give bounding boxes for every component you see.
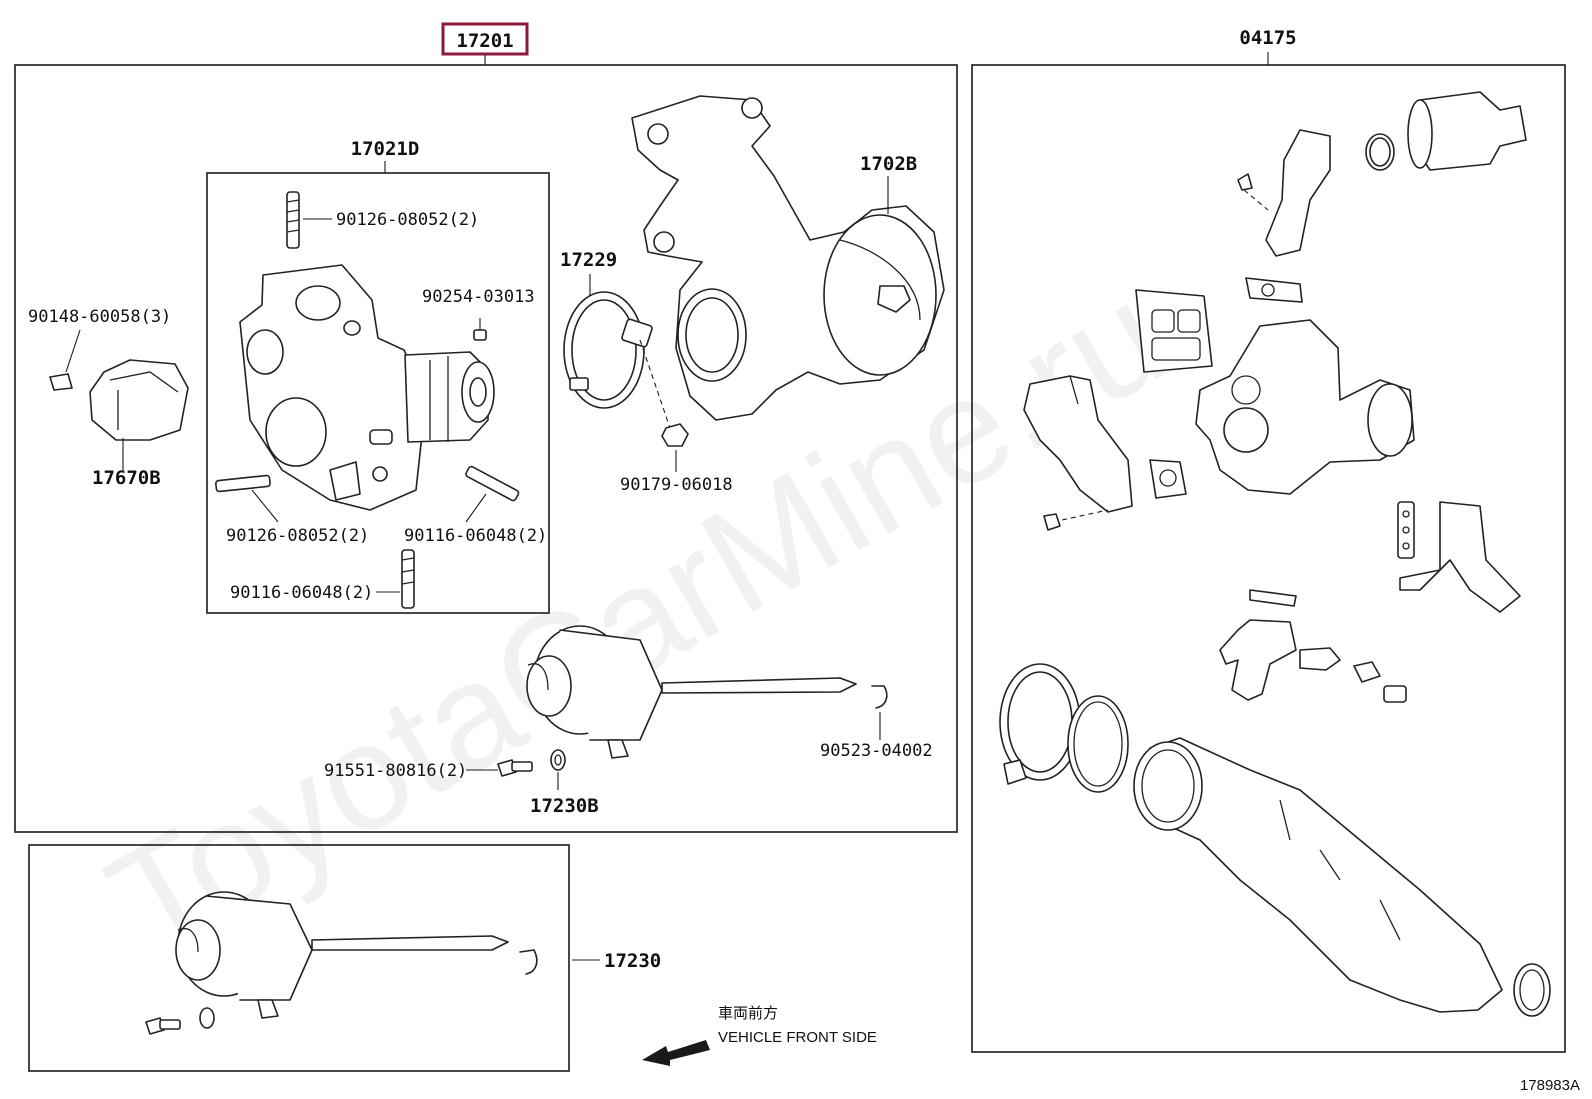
actuator-bolt-part (497, 759, 533, 777)
stud-top-part (286, 191, 300, 249)
actuator-plate-part (550, 749, 566, 771)
pin-part (473, 329, 487, 341)
front-direction-arrow-icon (642, 1040, 710, 1066)
stud-d-label[interactable]: 90116-06048(2) (230, 583, 373, 603)
turbine-housing-label[interactable]: 1702B (860, 153, 917, 175)
bottom-actuator-label[interactable]: 17230 (604, 950, 661, 972)
direction-japanese: 車両前方 (718, 1005, 778, 1022)
clamp-part (563, 291, 653, 409)
figure-id: 178983A (1520, 1077, 1580, 1094)
main-assembly-highlight (441, 22, 529, 56)
stud-a-label[interactable]: 90126-08052(2) (336, 210, 479, 230)
main-assembly-frame (14, 64, 958, 833)
bolt-bracket-label[interactable]: 90148-60058(3) (28, 307, 171, 327)
clamp-label[interactable]: 17229 (560, 249, 617, 271)
bracket-part (49, 359, 189, 441)
actuator-frame (28, 844, 570, 1072)
bolt-actuator-label[interactable]: 91551-80816(2) (324, 761, 467, 781)
stud-b-label[interactable]: 90126-08052(2) (226, 526, 369, 546)
housing-subassembly-frame (206, 172, 550, 614)
stud-vertical-part (401, 549, 415, 609)
pin-label[interactable]: 90254-03013 (422, 287, 535, 307)
compressor-housing-part (239, 264, 495, 511)
gasket-kit-parts (999, 91, 1551, 1017)
direction-english: VEHICLE FRONT SIDE (718, 1029, 877, 1046)
stud-lower-right-part (465, 465, 520, 502)
clip-label[interactable]: 90523-04002 (820, 741, 933, 761)
right-assembly-label[interactable]: 04175 (1239, 27, 1296, 49)
stud-c-label[interactable]: 90116-06048(2) (404, 526, 547, 546)
nut-label[interactable]: 90179-06018 (620, 475, 733, 495)
nut-part (661, 423, 689, 447)
actuator-upper-part (526, 625, 888, 759)
main-assembly-label[interactable]: 17201 (456, 30, 513, 52)
stud-lower-left-part (215, 474, 271, 493)
turbine-housing-part (631, 95, 945, 421)
actuator-lower-part (145, 891, 538, 1035)
bracket-label[interactable]: 17670B (92, 467, 161, 489)
actuator-plate-label[interactable]: 17230B (530, 795, 599, 817)
housing-subassembly-label[interactable]: 17021D (351, 138, 420, 160)
